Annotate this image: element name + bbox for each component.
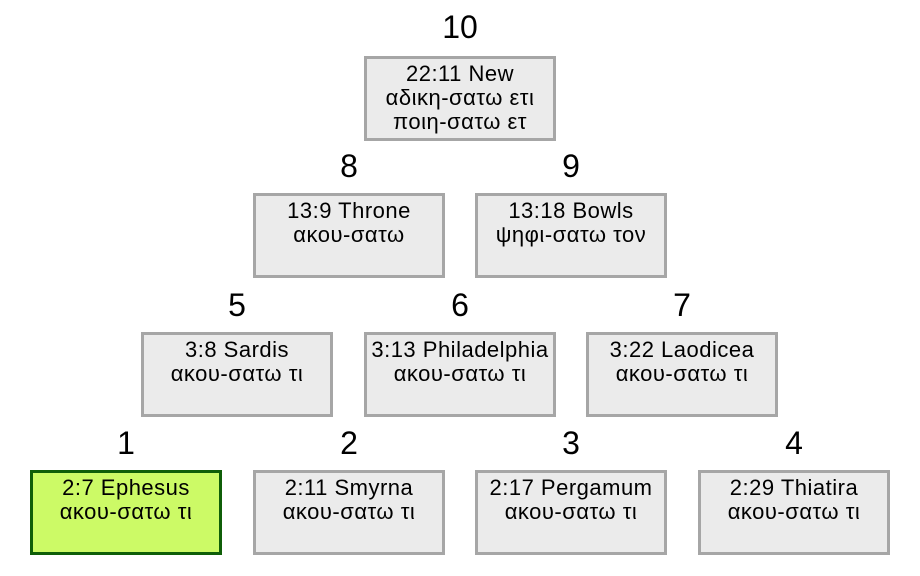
node-number-10: 10: [442, 9, 478, 45]
node-greek: ακου-σατω τι: [615, 361, 749, 386]
box-new[interactable]: 22:11 New αδικη-σατω ετι ποιη-σατω ετ: [364, 56, 556, 141]
node-ref: 22:11 New: [405, 61, 515, 86]
node-number-4: 4: [785, 425, 803, 461]
node-number-3: 3: [562, 425, 580, 461]
node-ref: 3:13 Philadelphia: [371, 337, 549, 362]
box-bowls[interactable]: 13:18 Bowls ψηφι-σατω τον: [475, 193, 667, 278]
node-greek: ακου-σατω τι: [170, 361, 304, 386]
node-greek: ακου-σατω τι: [282, 499, 416, 524]
node-ref: 2:7 Ephesus: [62, 475, 190, 500]
node-number-1: 1: [117, 425, 135, 461]
node-number-7: 7: [673, 287, 691, 323]
box-pergamum[interactable]: 2:17 Pergamum ακου-σατω τι: [475, 470, 667, 555]
box-thiatira[interactable]: 2:29 Thiatira ακου-σατω τι: [698, 470, 890, 555]
node-ref: 13:18 Bowls: [508, 198, 634, 223]
node-ref: 2:17 Pergamum: [489, 475, 653, 500]
box-throne[interactable]: 13:9 Throne ακου-σατω: [253, 193, 445, 278]
node-number-6: 6: [451, 287, 469, 323]
node-greek: ακου-σατω τι: [727, 499, 861, 524]
node-number-5: 5: [228, 287, 246, 323]
box-philadelphia[interactable]: 3:13 Philadelphia ακου-σατω τι: [364, 332, 556, 417]
node-ref: 13:9 Throne: [287, 198, 411, 223]
node-greek: ακου-σατω τι: [59, 499, 193, 524]
node-ref: 3:8 Sardis: [184, 337, 290, 362]
box-smyrna[interactable]: 2:11 Smyrna ακου-σατω τι: [253, 470, 445, 555]
node-greek: αδικη-σατω ετι: [385, 85, 535, 110]
box-ephesus[interactable]: 2:7 Ephesus ακου-σατω τι: [30, 470, 222, 555]
node-greek: ακου-σατω τι: [504, 499, 638, 524]
node-ref: 3:22 Laodicea: [609, 337, 755, 362]
node-greek: ψηφι-σατω τον: [495, 222, 647, 247]
node-greek-2: ποιη-σατω ετ: [392, 109, 527, 134]
node-number-9: 9: [562, 148, 580, 184]
node-ref: 2:11 Smyrna: [284, 475, 414, 500]
node-ref: 2:29 Thiatira: [729, 475, 859, 500]
box-laodicea[interactable]: 3:22 Laodicea ακου-σατω τι: [586, 332, 778, 417]
node-number-8: 8: [340, 148, 358, 184]
node-greek: ακου-σατω τι: [393, 361, 527, 386]
box-sardis[interactable]: 3:8 Sardis ακου-σατω τι: [141, 332, 333, 417]
node-number-2: 2: [340, 425, 358, 461]
node-greek: ακου-σατω: [293, 222, 405, 247]
